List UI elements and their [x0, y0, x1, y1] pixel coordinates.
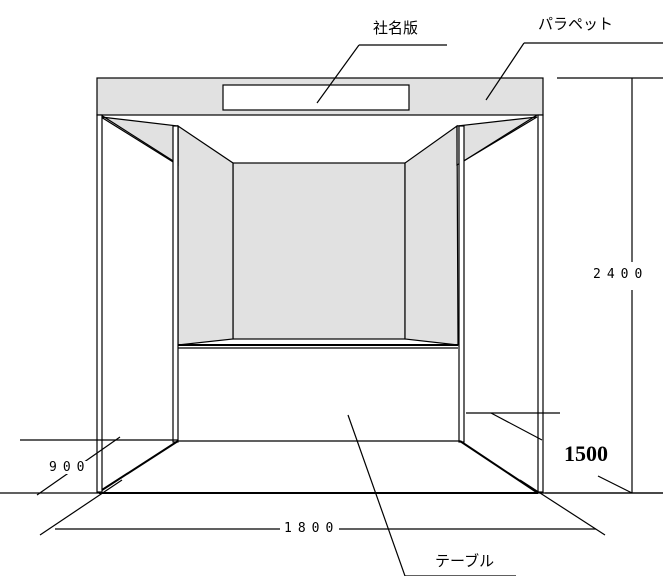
right-front-post — [537, 114, 544, 493]
company-sign-board — [222, 84, 410, 111]
leader-company-sign — [316, 44, 360, 104]
right-side-wall — [404, 124, 459, 346]
depth-dimension-label: 900 — [49, 460, 91, 475]
company-sign-label: 社名版 — [373, 19, 419, 37]
table-height-dimension-label: 1500 — [564, 441, 608, 466]
table-label: テーブル — [435, 552, 495, 570]
left-side-wall — [177, 124, 234, 346]
left-front-post — [96, 114, 103, 493]
leader-parapet — [485, 42, 525, 101]
right-rear-post — [458, 125, 465, 443]
back-wall — [232, 162, 406, 340]
left-rear-post — [172, 125, 179, 443]
width-dimension-label: 1800 — [280, 522, 340, 535]
leader-table — [347, 414, 406, 576]
left-wing-beam — [100, 116, 179, 167]
parapet-label: パラペット — [538, 15, 614, 33]
height-dimension-label: 2400 — [593, 267, 649, 282]
